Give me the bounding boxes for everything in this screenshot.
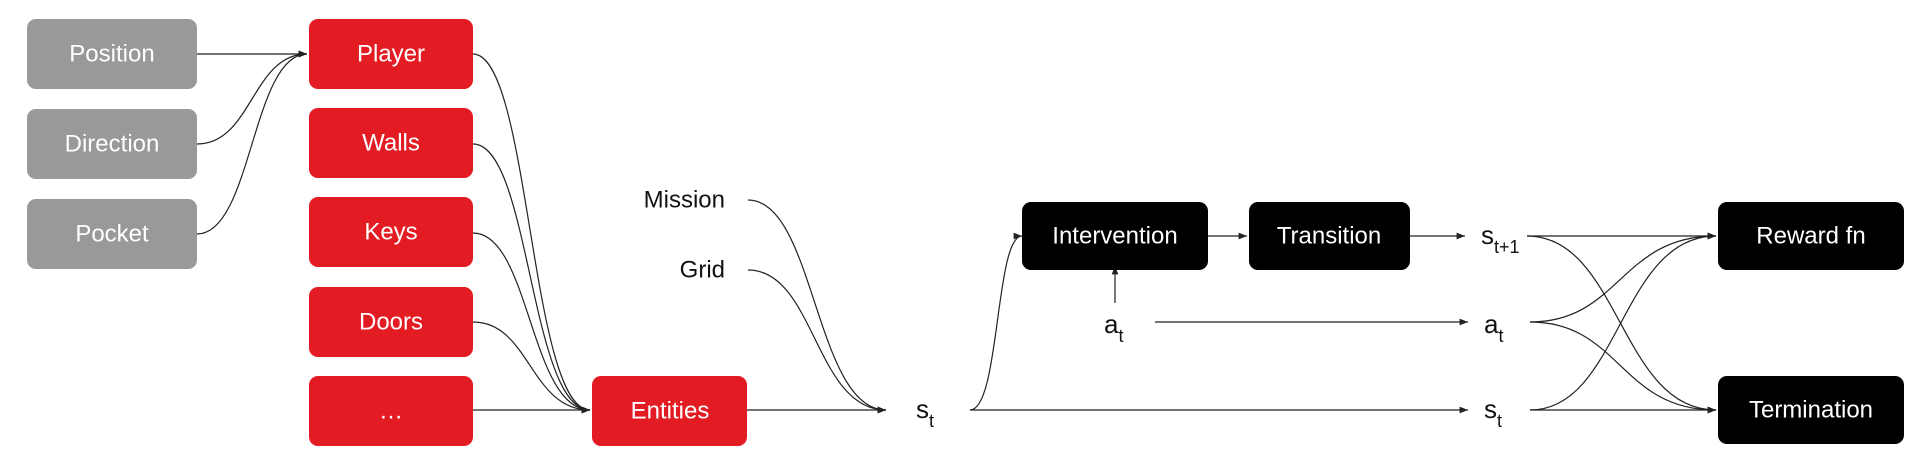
- node-direction: Direction: [27, 109, 197, 179]
- edge-direction-player: [196, 50, 308, 145]
- node-intervention: Intervention: [1022, 202, 1208, 270]
- symbol-a-t: at: [1104, 309, 1123, 346]
- node-transition: Transition: [1249, 202, 1410, 270]
- node-termination: Termination: [1718, 376, 1904, 444]
- node-keys-label: Keys: [364, 218, 417, 245]
- node-walls: Walls: [309, 108, 473, 178]
- edge-player-entities: [472, 53, 591, 414]
- edge-doors-entities: [472, 321, 591, 414]
- node-position-label: Position: [69, 40, 154, 67]
- edge-st-intervention: [969, 232, 1023, 411]
- node-player-label: Player: [357, 40, 425, 67]
- node-doors: Doors: [309, 287, 473, 357]
- symbol-s-t: st: [916, 394, 934, 431]
- symbol-s-t-right: st: [1484, 394, 1502, 431]
- edge-grid-st: [747, 269, 887, 414]
- node-termination-label: Termination: [1749, 396, 1873, 423]
- edges: [196, 50, 1717, 414]
- node-more: …: [309, 376, 473, 446]
- node-pocket: Pocket: [27, 199, 197, 269]
- edge-at-reward: [1529, 232, 1717, 323]
- node-more-label: …: [379, 397, 403, 424]
- edge-mission-st: [747, 199, 887, 414]
- node-entities: Entities: [592, 376, 747, 446]
- node-player: Player: [309, 19, 473, 89]
- edge-st-reward: [1529, 232, 1717, 411]
- node-direction-label: Direction: [65, 130, 160, 157]
- node-position: Position: [27, 19, 197, 89]
- edge-snext-termination: [1526, 235, 1717, 414]
- node-keys: Keys: [309, 197, 473, 267]
- node-intervention-label: Intervention: [1052, 222, 1177, 249]
- node-pocket-label: Pocket: [75, 220, 149, 247]
- label-grid: Grid: [680, 256, 725, 283]
- edge-pocket-player: [196, 50, 308, 235]
- edge-at-termination: [1529, 321, 1717, 414]
- node-transition-label: Transition: [1277, 222, 1381, 249]
- node-walls-label: Walls: [362, 129, 420, 156]
- symbol-a-t-right: at: [1484, 309, 1503, 346]
- node-reward-fn: Reward fn: [1718, 202, 1904, 270]
- node-doors-label: Doors: [359, 308, 423, 335]
- node-reward-fn-label: Reward fn: [1756, 222, 1865, 249]
- edge-walls-entities: [472, 143, 591, 414]
- edge-keys-entities: [472, 232, 591, 414]
- symbol-s-t-plus-1: st+1: [1481, 220, 1520, 257]
- node-entities-label: Entities: [631, 397, 710, 424]
- label-mission: Mission: [644, 186, 725, 213]
